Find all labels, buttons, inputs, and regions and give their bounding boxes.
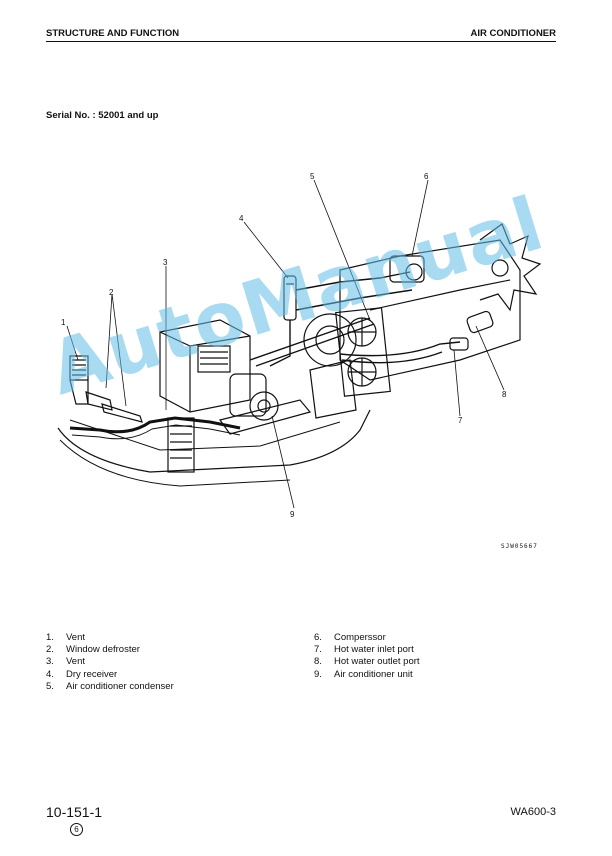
callout-9: 9 [290,510,295,519]
callout-3: 3 [163,258,168,267]
callout-6: 6 [424,172,429,181]
callout-2: 2 [109,288,114,297]
compressor [389,255,425,283]
legend-item: 2.Window defroster [46,644,140,656]
callout-4: 4 [239,214,244,223]
legend-item: 4.Dry receiver [46,668,118,680]
air-duct [69,416,241,434]
revision-mark: 6 [70,823,83,836]
air-conditioner-diagram [57,179,542,509]
air-conditioner-unit [159,319,312,435]
legend-item: 6.Comperssor [314,632,386,643]
page-header: STRUCTURE AND FUNCTION AIR CONDITIONER [46,28,556,42]
section-title: STRUCTURE AND FUNCTION [46,28,180,39]
vent-3 [167,417,195,473]
legend-column-1: 1.Vent 2.Window defroster 3.Vent 4.Dry r… [46,632,174,693]
callout-1: 1 [61,318,66,327]
callout-7: 7 [458,416,463,425]
vent-1 [69,355,89,405]
legend-item: 5.Air conditioner condenser [46,680,174,692]
hot-water-ports [449,310,494,351]
cooling-fan [479,223,542,312]
hot-water-hose [339,341,461,364]
window-defroster [85,391,143,423]
figure-code: SJW05667 [501,543,538,550]
machine-frame [57,409,371,473]
refrigerant-line [269,271,413,367]
legend-item: 9.Air conditioner unit [314,668,413,680]
legend-item: 1.Vent [46,632,86,643]
legend-item: 3.Vent [46,656,86,668]
callout-8: 8 [502,390,507,399]
header-rule [46,41,556,42]
legend-column-2: 6.Comperssor 7.Hot water inlet port 8.Ho… [314,632,420,681]
legend-item: 8.Hot water outlet port [314,656,420,668]
model-name: WA600-3 [510,806,556,818]
callout-leaders [66,179,505,509]
callout-5: 5 [310,172,315,181]
serial-number: Serial No. : 52001 and up [46,110,159,121]
chapter-title: AIR CONDITIONER [470,28,557,39]
legend-item: 7.Hot water inlet port [314,644,414,656]
engine [303,239,521,419]
page-number: 10-151-1 [46,804,103,820]
